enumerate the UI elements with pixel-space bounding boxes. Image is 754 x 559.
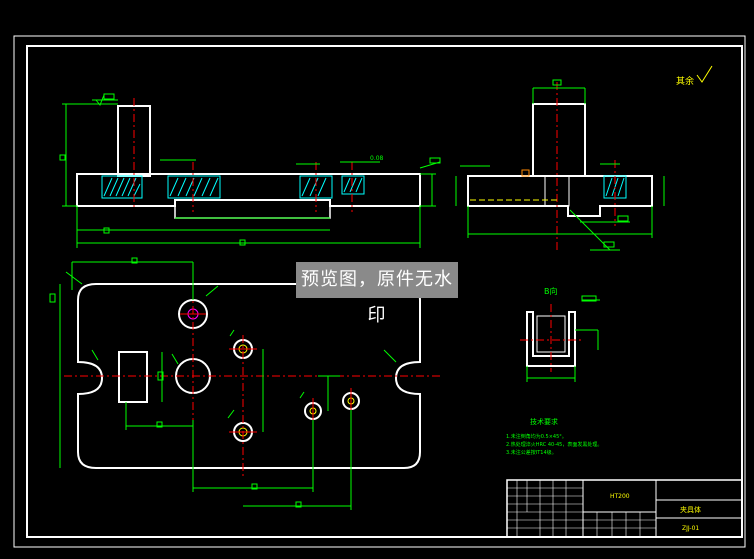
svg-text:B向: B向 (544, 286, 558, 296)
tech-req-item: 3.未注公差按IT14级。 (506, 449, 557, 456)
svg-text:0.08: 0.08 (370, 155, 384, 162)
title-block (506, 479, 743, 538)
svg-text:其余: 其余 (676, 75, 694, 87)
plan-view (49, 257, 440, 510)
tech-requirements: 技术要求 1.未注倒角均为0.5×45°。 2.热处理淬火HRC 40-45，表… (506, 417, 602, 456)
tech-req-item: 2.热处理淬火HRC 40-45，表面发黑处理。 (506, 441, 602, 448)
roughness-note: 其余 (676, 65, 713, 87)
watermark-banner: 预览图，原件无水印 (296, 262, 458, 326)
title-material: HT200 (610, 493, 630, 500)
tech-req-item: 1.未注倒角均为0.5×45°。 (506, 433, 567, 440)
inner-frame (26, 45, 743, 538)
outer-frame (13, 35, 746, 548)
section-b-view: B向 (520, 286, 600, 382)
title-name: 夹具体 (680, 505, 701, 514)
title-drawing-no: ZJJ-01 (682, 525, 699, 532)
side-view (455, 79, 665, 251)
front-view: 0.08 (59, 93, 441, 248)
tech-req-title: 技术要求 (530, 417, 558, 426)
